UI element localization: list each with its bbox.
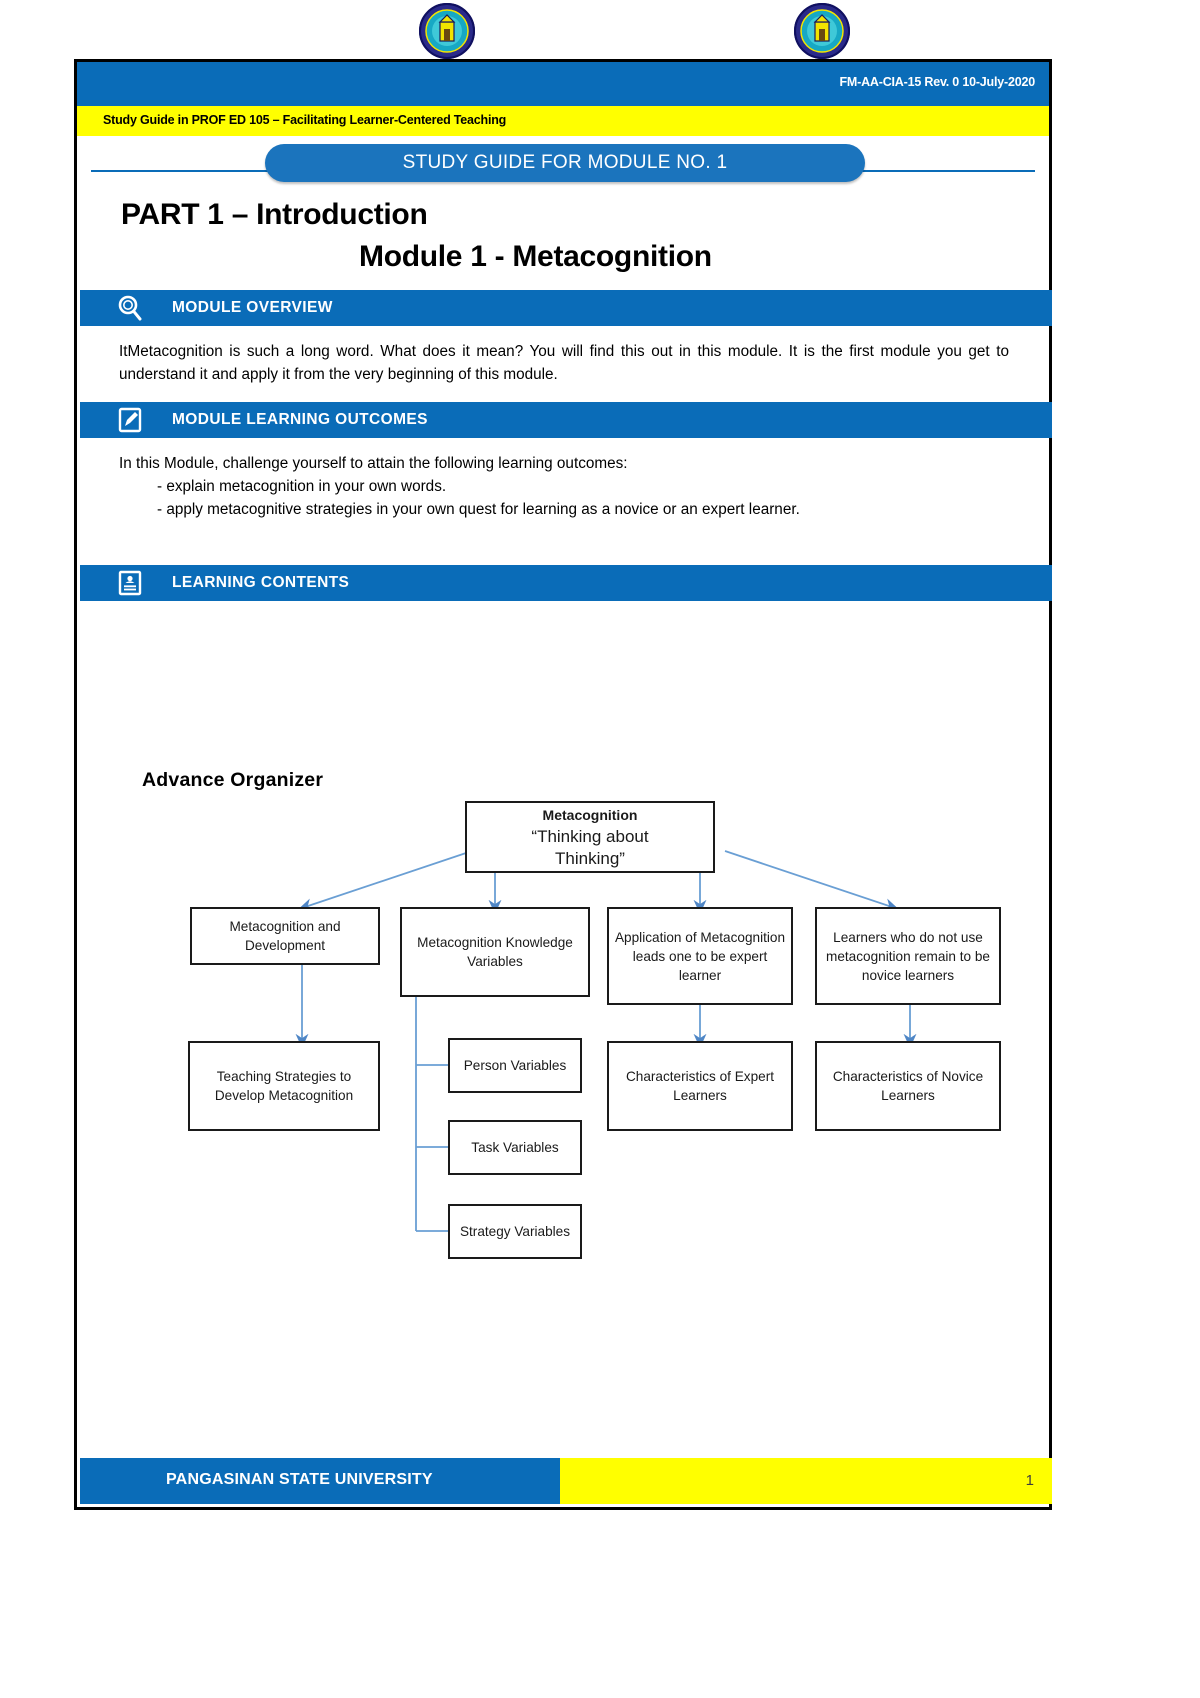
course-title-text: Study Guide in PROF ED 105 – Facilitatin… [103, 113, 507, 127]
diagram-root-box: Metacognition “Thinking about Thinking” [465, 801, 715, 873]
child-strategy-variables: Strategy Variables [448, 1204, 582, 1259]
pencil-note-icon [116, 406, 144, 434]
diagram-connectors [295, 850, 917, 1232]
footer-university-band: PANGASINAN STATE UNIVERSITY [80, 1458, 560, 1504]
learning-outcome-item-1: - explain metacognition in your own word… [157, 478, 447, 495]
child-teaching-strategies: Teaching Strategies to Develop Metacogni… [188, 1041, 380, 1131]
magnifier-icon [116, 294, 144, 322]
section-label-learning-contents: LEARNING CONTENTS [172, 574, 350, 591]
learning-outcomes-intro: In this Module, challenge yourself to at… [119, 455, 628, 472]
footer-page-number: 1 [1025, 1472, 1034, 1489]
course-title-bar: Study Guide in PROF ED 105 – Facilitatin… [77, 106, 1049, 136]
section-label-module-overview: MODULE OVERVIEW [172, 299, 333, 316]
child-novice-characteristics: Characteristics of Novice Learners [815, 1041, 1001, 1131]
diagram-title: Advance Organizer [142, 769, 324, 791]
form-code-bar: FM-AA-CIA-15 Rev. 0 10-July-2020 [77, 62, 1049, 106]
section-header-module-overview: MODULE OVERVIEW [80, 290, 1052, 326]
university-seal-right [793, 2, 851, 60]
diagram-root-line3: Thinking” [555, 849, 625, 868]
child-task-variables: Task Variables [448, 1120, 582, 1175]
module-overview-text: ItMetacognition is such a long word. Wha… [119, 343, 1009, 383]
diagram-root-line2: “Thinking about [531, 827, 649, 846]
learning-outcome-item-2: - apply metacognitive strategies in your… [157, 501, 800, 518]
section-header-learning-contents: LEARNING CONTENTS [80, 565, 1052, 601]
study-guide-pill: STUDY GUIDE FOR MODULE NO. 1 [265, 144, 865, 182]
branch-knowledge-variables: Metacognition Knowledge Variables [400, 907, 590, 997]
section-header-learning-outcomes: MODULE LEARNING OUTCOMES [80, 402, 1052, 438]
module-title-block: PART 1 – Introduction Module 1 - Metacog… [77, 190, 1049, 290]
page-footer: PANGASINAN STATE UNIVERSITY 1 [80, 1458, 1052, 1504]
section-label-learning-outcomes: MODULE LEARNING OUTCOMES [172, 411, 428, 428]
book-document-icon [116, 569, 144, 597]
branch-application: Application of Metacognition leads one t… [607, 907, 793, 1005]
child-person-variables: Person Variables [448, 1038, 582, 1093]
study-guide-header: STUDY GUIDE FOR MODULE NO. 1 [77, 136, 1049, 184]
learning-outcome-item-2-wrapper: - apply metacognitive strategies in your… [119, 498, 1009, 521]
branch-development: Metacognition and Development [190, 907, 380, 965]
document-page: FM-AA-CIA-15 Rev. 0 10-July-2020 Study G… [74, 59, 1052, 1510]
footer-yellow-band: 1 [560, 1458, 1052, 1504]
form-code-text: FM-AA-CIA-15 Rev. 0 10-July-2020 [839, 75, 1035, 89]
university-seal-left [418, 2, 476, 60]
child-expert-characteristics: Characteristics of Expert Learners [607, 1041, 793, 1131]
footer-university-name: PANGASINAN STATE UNIVERSITY [166, 1471, 433, 1488]
advance-organizer-diagram: Advance Organizer [80, 601, 1052, 1421]
page-title: Module 1 - Metacognition [359, 240, 712, 273]
diagram-root-line1: Metacognition [542, 807, 638, 823]
branch-novice: Learners who do not use metacognition re… [815, 907, 1001, 1005]
part-title: PART 1 – Introduction [121, 198, 428, 231]
